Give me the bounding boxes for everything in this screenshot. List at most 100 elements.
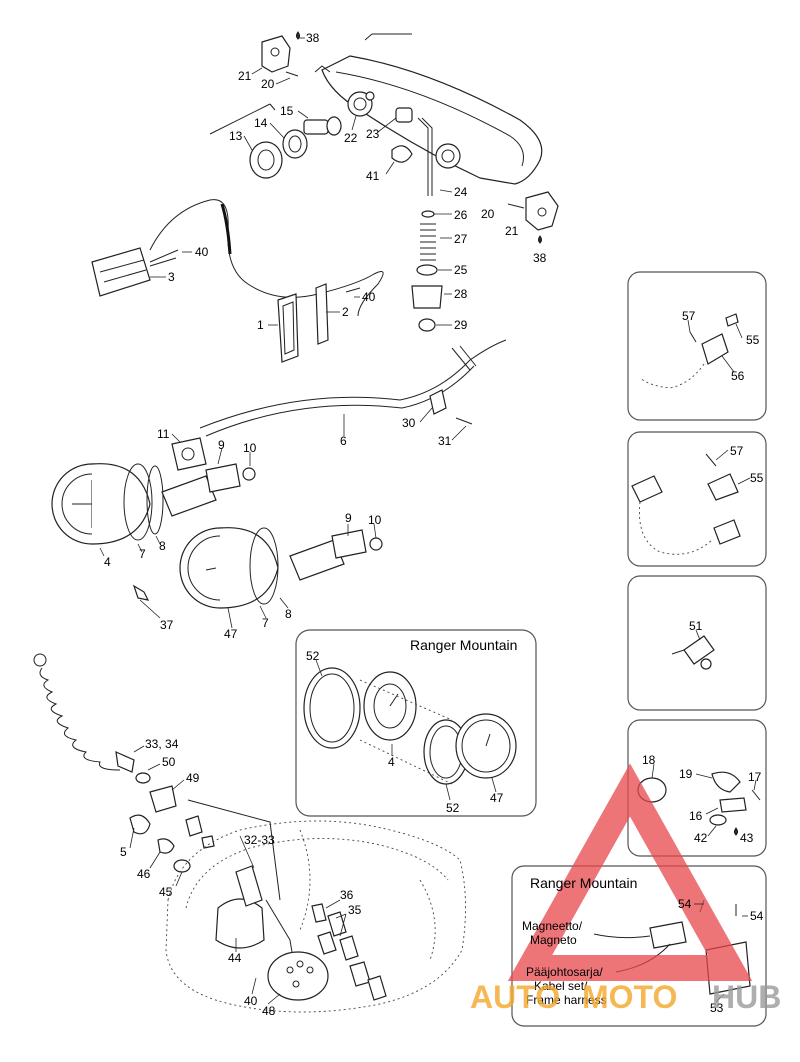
part-label-49: 49: [186, 771, 200, 785]
part-label-52: 52: [306, 649, 320, 663]
part-label-47: 47: [224, 627, 238, 641]
harness-connector: [91, 199, 384, 317]
part-label-43: 43: [740, 831, 754, 845]
part-labels: 38 21 20 15 14 13 22 23 41 24 20 26 27 2…: [104, 31, 764, 1018]
part-label-57b: 57: [730, 444, 744, 458]
part-label-47b: 47: [490, 791, 504, 805]
panel-relay-1: [627, 271, 767, 421]
part-label-37: 37: [160, 618, 174, 632]
panel-relay-2: [627, 431, 767, 567]
part-label-23: 23: [366, 127, 380, 141]
frame-harness-label-line1: Pääjohtosarja/: [526, 965, 603, 979]
part-label-55b: 55: [750, 471, 764, 485]
magneto-label-line1: Magneetto/: [522, 919, 583, 933]
part-label-36: 36: [340, 888, 354, 902]
bracket-21-right: [507, 191, 559, 244]
part-label-40: 40: [195, 245, 209, 259]
part-label-24: 24: [454, 185, 468, 199]
connector-48: [267, 951, 329, 1001]
part-label-10b: 10: [368, 513, 382, 527]
part-label-18: 18: [642, 753, 656, 767]
part-label-21b: 21: [505, 224, 519, 238]
part-label-40b: 40: [362, 290, 376, 304]
part-label-17: 17: [748, 770, 762, 784]
watermark-triangle: [507, 763, 753, 981]
part-label-40c: 40: [244, 994, 258, 1008]
part-label-55: 55: [746, 333, 760, 347]
watermark-logo: [507, 763, 753, 981]
part-label-48: 48: [262, 1004, 276, 1018]
part-label-29: 29: [454, 318, 468, 332]
part-label-28: 28: [454, 287, 468, 301]
part-label-38b: 38: [533, 251, 547, 265]
part-label-20: 20: [261, 77, 275, 91]
part-label-26: 26: [454, 208, 468, 222]
part-label-32-33: 32-33: [244, 833, 275, 847]
panel-key-51: [627, 575, 767, 711]
part-label-56: 56: [731, 369, 745, 383]
part-label-6: 6: [340, 434, 347, 448]
gauge-panel: [295, 629, 537, 817]
part-label-25: 25: [454, 263, 468, 277]
part-label-54: 54: [678, 897, 692, 911]
part-label-16: 16: [689, 809, 703, 823]
watermark-wordmark: AUTO MOTO HUB: [470, 979, 781, 1015]
part-label-9: 9: [218, 438, 225, 452]
part-label-14: 14: [254, 116, 268, 130]
frame-harness-label-line2: Kabel set/: [534, 979, 588, 993]
part-label-50: 50: [162, 755, 176, 769]
part-label-4: 4: [104, 555, 111, 569]
bulb-assembly: [209, 103, 342, 179]
part-label-31: 31: [438, 434, 452, 448]
part-label-54b: 54: [750, 909, 764, 923]
part-label-4b: 4: [388, 755, 395, 769]
part-label-46: 46: [137, 867, 151, 881]
part-label-2: 2: [342, 305, 349, 319]
part-label-22: 22: [344, 131, 358, 145]
part-label-35: 35: [348, 903, 362, 917]
part-label-19: 19: [679, 767, 693, 781]
part-label-44: 44: [228, 951, 242, 965]
part-label-27: 27: [454, 232, 468, 246]
part-label-11: 11: [157, 427, 170, 441]
part-label-45: 45: [159, 885, 173, 899]
bulbs-35-36: [311, 903, 387, 1001]
part-label-51: 51: [689, 619, 703, 633]
watermark-hub: HUB: [712, 979, 781, 1015]
part-label-38: 38: [306, 31, 320, 45]
part-label-10: 10: [243, 441, 257, 455]
part-label-20b: 20: [481, 207, 495, 221]
part-label-7: 7: [139, 547, 146, 561]
frame-harness-label-line3: Frame harness: [526, 993, 607, 1007]
part-label-42: 42: [694, 831, 708, 845]
part-label-9b: 9: [345, 511, 352, 525]
part-label-30: 30: [402, 416, 416, 430]
part-label-52b: 52: [446, 801, 460, 815]
parts-1-2: [277, 283, 329, 363]
part-label-53: 53: [710, 1001, 724, 1015]
harness-panel-title: Ranger Mountain: [530, 875, 637, 891]
part-label-5: 5: [120, 845, 127, 859]
watermark-moto: MOTO: [582, 979, 677, 1015]
switches-49-50: [129, 772, 281, 901]
part-label-57: 57: [682, 309, 696, 323]
part-label-33-34: 33, 34: [145, 737, 179, 751]
tether-cord: [33, 653, 135, 773]
part-label-3: 3: [168, 270, 175, 284]
headlight-assembly: [314, 33, 543, 185]
leader-lines: [99, 37, 757, 1005]
gauge-panel-title: Ranger Mountain: [410, 637, 517, 653]
part-label-7b: 7: [262, 616, 269, 630]
part-label-21: 21: [238, 69, 252, 83]
gauge-assembly-upper: [51, 437, 256, 545]
part-label-15: 15: [280, 104, 294, 118]
gauge-assembly-lower: [132, 527, 383, 609]
watermark-auto: AUTO: [470, 979, 560, 1015]
speedometer-cable: [199, 339, 507, 437]
part-label-8b: 8: [285, 607, 292, 621]
part-label-1: 1: [257, 318, 264, 332]
adjuster-stack: [391, 117, 443, 332]
part-label-13: 13: [229, 129, 243, 143]
bracket-21-top: [261, 31, 300, 77]
